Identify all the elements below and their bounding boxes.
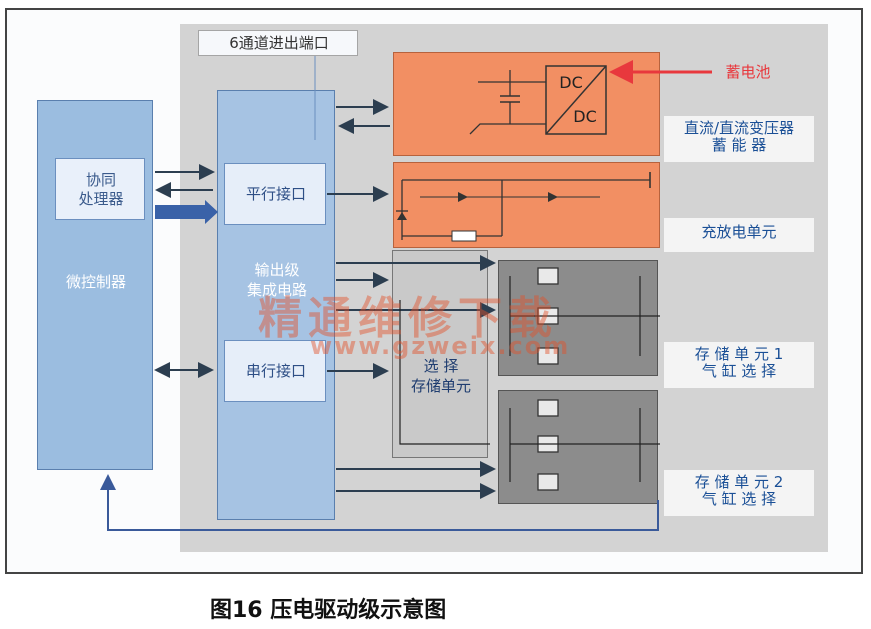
select-label-2: 存储单元 (410, 377, 471, 395)
figure-caption: 图16 压电驱动级示意图 (210, 598, 447, 623)
store1-label-2: 气 缸 选 择 (701, 362, 777, 380)
select-storage-block: 选 择 存储单元 (392, 250, 488, 458)
coprocessor-block: 协同 处理器 (55, 158, 145, 220)
watermark-cn: 精通维修下载 (258, 293, 558, 344)
parallel-label: 平行接口 (245, 185, 306, 203)
dc-bottom-label: DC (573, 107, 597, 126)
dcdc-label: 直流/直流变压器 蓄 能 器 (664, 116, 814, 162)
storage-unit-2-block (498, 390, 658, 504)
dcdc-label-1: 直流/直流变压器 (683, 119, 795, 137)
battery-label: 蓄电池 (725, 63, 771, 81)
storage-unit-1-block (498, 260, 658, 376)
output-stage-label-2: 集成电路 (246, 281, 307, 299)
dc-top-label: DC (559, 73, 583, 92)
watermark-url: www.gzweix.com (310, 332, 571, 360)
output-stage-label-1: 输出级 (254, 261, 300, 279)
coprocessor-label-2: 处理器 (78, 190, 124, 208)
port-label-box: 6通道进出端口 (198, 30, 358, 56)
store2-label-2: 气 缸 选 择 (701, 490, 777, 508)
dc-symbol: DC DC (546, 68, 606, 126)
coprocessor-label-1: 协同 (85, 171, 116, 189)
select-label-1: 选 择 (423, 357, 459, 375)
store2-label: 存 储 单 元 2 气 缸 选 择 (664, 470, 814, 516)
output-stage-block: 输出级 集成电路 (217, 90, 335, 520)
store1-label: 存 储 单 元 1 气 缸 选 择 (664, 342, 814, 388)
data-bus-arrow (155, 200, 218, 224)
charge-label: 充放电单元 (664, 218, 814, 252)
store2-label-1: 存 储 单 元 2 (694, 473, 784, 491)
serial-interface-block: 串行接口 (224, 340, 326, 402)
store1-label-1: 存 储 单 元 1 (694, 345, 784, 363)
port-label: 6通道进出端口 (229, 34, 329, 52)
dcdc-label-2: 蓄 能 器 (711, 136, 767, 154)
parallel-interface-block: 平行接口 (224, 163, 326, 225)
dcdc-converter-block (393, 52, 660, 156)
serial-label: 串行接口 (245, 362, 306, 380)
charge-discharge-block (393, 162, 660, 248)
mcu-label: 微控制器 (65, 273, 126, 291)
